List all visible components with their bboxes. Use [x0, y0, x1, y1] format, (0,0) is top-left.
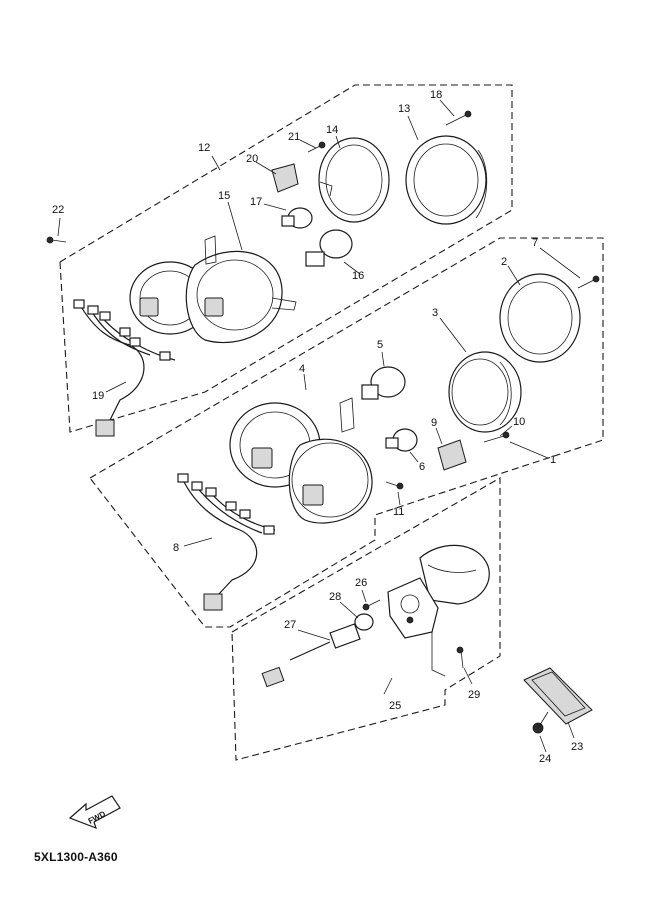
- callout-9: 9: [431, 417, 437, 429]
- callout-2: 2: [501, 256, 507, 268]
- callout-5: 5: [377, 339, 383, 351]
- middle-lamp-assembly: [177, 273, 600, 611]
- callout-8: 8: [173, 542, 179, 554]
- assembly-boundary-lower: [231, 477, 501, 761]
- callout-1: 1: [550, 454, 556, 466]
- assembly-boundary-middle: [89, 237, 604, 628]
- callout-17: 17: [250, 196, 262, 208]
- callout-4: 4: [299, 363, 305, 375]
- callout-11: 11: [393, 506, 404, 518]
- callout-20: 20: [246, 153, 258, 165]
- callout-27: 27: [284, 619, 296, 631]
- callout-25: 25: [389, 700, 401, 712]
- callout-10: 10: [513, 416, 525, 428]
- callout-6: 6: [419, 461, 425, 473]
- upper-lamp-assembly: [46, 110, 488, 437]
- callout-labels: 1 2 3 4 5 6 7 8 9 10 11 12 13 14 15 16 1…: [52, 89, 583, 765]
- leader-lines: [57, 99, 581, 753]
- callout-3: 3: [432, 307, 438, 319]
- callout-28: 28: [329, 591, 341, 603]
- fwd-arrow-icon: FWD: [68, 795, 121, 830]
- callout-12: 12: [198, 142, 210, 154]
- callout-16: 16: [352, 270, 364, 282]
- callout-26: 26: [355, 577, 367, 589]
- callout-15: 15: [218, 190, 230, 202]
- assembly-boundary-upper: [59, 84, 513, 433]
- lower-lamp-assembly: [261, 544, 490, 688]
- callout-24: 24: [539, 753, 551, 765]
- diagram-code: 5XL1300-A360: [34, 850, 118, 864]
- callout-21: 21: [288, 131, 300, 143]
- callout-23: 23: [571, 741, 583, 753]
- callout-18: 18: [430, 89, 442, 101]
- callout-14: 14: [326, 124, 338, 136]
- callout-29: 29: [468, 689, 480, 701]
- callout-19: 19: [92, 390, 104, 402]
- callout-13: 13: [398, 103, 410, 115]
- reflector-part: [523, 667, 593, 734]
- fwd-label: FWD: [87, 809, 108, 826]
- callout-7: 7: [532, 237, 538, 249]
- callout-22: 22: [52, 204, 64, 216]
